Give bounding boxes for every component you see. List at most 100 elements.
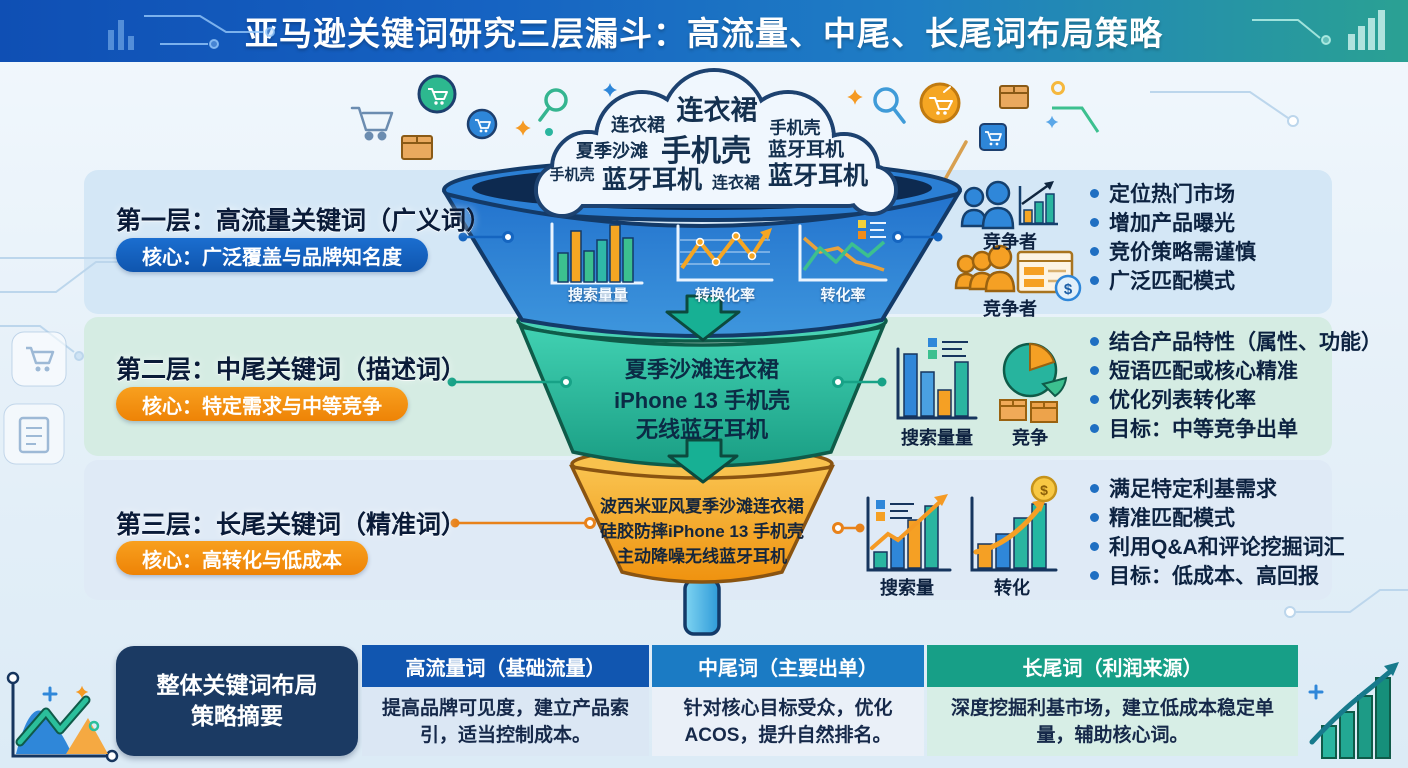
long-tail-keyword: 主动降噪无线蓝牙耳机: [617, 547, 787, 566]
bullet-dot-icon: [1090, 247, 1099, 256]
funnel-spout: [683, 578, 721, 636]
competitors-people-orange-icon: [954, 244, 1016, 293]
bullet-dot-icon: [1090, 276, 1099, 285]
bullet-dot-icon: [1090, 484, 1099, 493]
bullet-text: 满足特定利基需求: [1109, 478, 1277, 501]
page-title: 亚马逊关键词研究三层漏斗：高流量、中尾、长尾词布局策略: [245, 15, 1163, 52]
magnifier-green-icon: [538, 88, 568, 122]
bullet-text: 目标：中等竞争出单: [1109, 418, 1298, 441]
bullet-text: 竞价策略需谨慎: [1109, 241, 1256, 264]
arrow-down-1-icon: [665, 294, 741, 342]
summary-column-header: 中尾词（主要出单）: [652, 645, 924, 687]
basket-circle-orange-icon: [919, 82, 961, 124]
layer3-title: 第三层：长尾关键词（精准词）: [116, 511, 467, 539]
list-item: 短语匹配或核心精准: [1090, 359, 1408, 388]
bullet-dot-icon: [1090, 542, 1099, 551]
bullet-dot-icon: [1090, 189, 1099, 198]
cloud-keyword: 连衣裙: [711, 175, 761, 192]
competitors-people-blue-icon: [960, 180, 1015, 230]
cloud-keyword: 蓝牙耳机: [767, 139, 845, 161]
list-item: 目标：中等竞争出单: [1090, 417, 1408, 446]
bullet-dot-icon: [1090, 366, 1099, 375]
layer1-title: 第一层：高流量关键词（广义词）: [116, 207, 492, 235]
list-item: 定位热门市场: [1090, 182, 1408, 211]
chart-label-search-volume: 搜索量量: [567, 287, 629, 304]
keyword-cloud: [534, 68, 898, 218]
summary-column-body: 提高品牌可见度，建立产品索引，适当控制成本。: [362, 687, 649, 756]
growth-bars-decoration: [1308, 662, 1399, 759]
connector-layer2: [447, 376, 887, 388]
layer3-bullet-list: 满足特定利基需求 精准匹配模式 利用Q&A和评论挖掘词汇 目标：低成本、高回报: [1090, 477, 1408, 593]
mid-tail-keyword: iPhone 13 手机壳: [613, 388, 791, 413]
mid-tail-keyword: 无线蓝牙耳机: [635, 417, 769, 442]
connector-layer1: [458, 231, 943, 243]
conversion-profit-icon: $: [970, 475, 1058, 572]
cloud-keyword: 连衣裙: [676, 95, 758, 126]
long-tail-keyword: 波西米亚风夏季沙滩连衣裙: [600, 497, 804, 516]
circuit-decoration-header-right: [1252, 10, 1385, 50]
coin-dollar-glyph: $: [1040, 482, 1048, 498]
summary-column-high-traffic: 高流量词（基础流量） 提高品牌可见度，建立产品索引，适当控制成本。: [362, 645, 649, 756]
layer2-bullet-list: 结合产品特性（属性、功能） 短语匹配或核心精准 优化列表转化率 目标：中等竞争出…: [1090, 330, 1408, 446]
cloud-keyword: 手机壳: [769, 118, 821, 138]
icon-label-competition: 竞争: [1012, 428, 1048, 448]
ghost-cart-panel: [11, 331, 67, 387]
list-item: 满足特定利基需求: [1090, 477, 1408, 506]
cloud-keyword: 夏季沙滩: [576, 141, 648, 161]
bullet-text: 目标：低成本、高回报: [1109, 565, 1319, 588]
summary-column-header: 高流量词（基础流量）: [362, 645, 649, 687]
chart-label-conversion: 转换化率: [694, 287, 756, 304]
cloud-keyword: 蓝牙耳机: [767, 162, 869, 190]
circuit-decoration-header-left: [108, 15, 275, 50]
summary-title-line1: 整体关键词布局: [156, 672, 318, 698]
conversion-rate-lines-icon: [798, 220, 888, 282]
box-icon-right: [999, 85, 1029, 109]
summary-column-long-tail: 长尾词（利润来源） 深度挖掘利基市场，建立低成本稳定单量，辅助核心词。: [927, 645, 1298, 756]
bullet-text: 增加产品曝光: [1109, 212, 1235, 235]
bullet-text: 结合产品特性（属性、功能）: [1109, 331, 1382, 354]
list-item: 竞价策略需谨慎: [1090, 240, 1408, 269]
cart-circle-blue-icon: [466, 108, 498, 140]
bullet-text: 广泛匹配模式: [1109, 270, 1235, 293]
bullet-dot-icon: [1090, 337, 1099, 346]
ghost-clipboard-panel: [3, 403, 65, 465]
summary-column-body: 深度挖掘利基市场，建立低成本稳定单量，辅助核心词。: [927, 687, 1298, 756]
summary-title-line2: 策略摘要: [191, 703, 283, 729]
icon-label-search-volume: 搜索量量: [901, 428, 973, 448]
list-item: 结合产品特性（属性、功能）: [1090, 330, 1408, 359]
icon-label-search-volume-3: 搜索量: [880, 578, 934, 598]
bullet-text: 精准匹配模式: [1109, 507, 1235, 530]
conversion-line-chart-icon: [676, 224, 774, 282]
layer1-core-badge: 核心：广泛覆盖与品牌知名度: [116, 238, 428, 272]
bullet-dot-icon: [1090, 218, 1099, 227]
bullet-text: 利用Q&A和评论挖掘词汇: [1109, 536, 1345, 559]
cloud-keyword: 连衣裙: [611, 115, 665, 135]
cart-circle-green-icon: [417, 74, 457, 114]
layer2-core-badge: 核心：特定需求与中等竞争: [116, 387, 408, 421]
cloud-keyword: 蓝牙耳机: [601, 166, 703, 194]
layer3-core-badge: 核心：高转化与低成本: [116, 541, 368, 575]
list-item: 优化列表转化率: [1090, 388, 1408, 417]
header-bar: 亚马逊关键词研究三层漏斗：高流量、中尾、长尾词布局策略: [0, 0, 1408, 62]
list-item: 广泛匹配模式: [1090, 269, 1408, 298]
layer2-title: 第二层：中尾关键词（描述词）: [116, 356, 467, 384]
connector-layer3: [450, 517, 865, 534]
bullet-text: 优化列表转化率: [1109, 389, 1256, 412]
list-item: 目标：低成本、高回报: [1090, 564, 1408, 593]
bullet-dot-icon: [1090, 395, 1099, 404]
summary-column-mid-tail: 中尾词（主要出单） 针对核心目标受众，优化ACOS，提升自然排名。: [652, 645, 924, 756]
list-item: 精准匹配模式: [1090, 506, 1408, 535]
list-item: 利用Q&A和评论挖掘词汇: [1090, 535, 1408, 564]
long-tail-keyword: 硅胶防摔iPhone 13 手机壳: [599, 522, 805, 541]
competition-pie-boxes-icon: [999, 342, 1068, 423]
cloud-keyword: 手机壳: [661, 135, 751, 168]
icon-label-competitors-2: 竞争者: [983, 299, 1037, 319]
summary-title-box: 整体关键词布局 策略摘要: [116, 646, 358, 756]
box-icon-left: [401, 135, 433, 160]
bullet-dot-icon: [1090, 571, 1099, 580]
icon-label-competitors-1: 竞争者: [983, 232, 1037, 252]
summary-column-body: 针对核心目标受众，优化ACOS，提升自然排名。: [652, 687, 924, 756]
bullet-dot-icon: [1090, 424, 1099, 433]
